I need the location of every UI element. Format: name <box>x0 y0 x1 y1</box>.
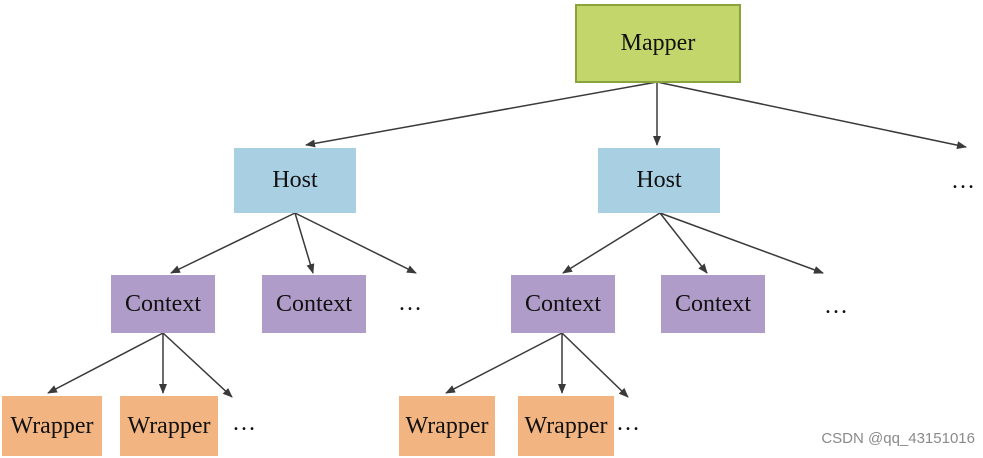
more-wrappers-ellipsis: … <box>616 410 640 436</box>
wrapper-node: Wrapper <box>2 396 102 456</box>
arrow-mapper-to-more-hosts <box>656 81 967 150</box>
arrow-host-1-to-context-1 <box>170 212 296 274</box>
wrapper-label: Wrapper <box>405 412 489 439</box>
context-label: Context <box>276 290 352 317</box>
more-contexts-ellipsis: … <box>824 293 848 319</box>
host-node: Host <box>234 148 356 213</box>
wrapper-label: Wrapper <box>10 412 94 439</box>
source-watermark: CSDN @qq_43151016 <box>821 430 975 447</box>
context-label: Context <box>125 290 201 317</box>
context-node: Context <box>511 275 615 333</box>
wrapper-label: Wrapper <box>524 412 608 439</box>
wrapper-node: Wrapper <box>518 396 614 456</box>
arrow-context-3-to-wrapper-3 <box>445 332 563 394</box>
context-node: Context <box>111 275 215 333</box>
arrow-host-2-to-more-contexts <box>659 212 824 274</box>
arrow-context-1-to-more-wrappers <box>162 332 233 398</box>
context-node: Context <box>661 275 765 333</box>
arrow-host-2-to-context-4 <box>659 212 708 274</box>
more-contexts-ellipsis: … <box>398 290 422 316</box>
arrow-context-3-to-more-wrappers <box>561 332 629 398</box>
arrow-host-1-to-context-2 <box>294 212 315 274</box>
wrapper-node: Wrapper <box>120 396 218 456</box>
mapper-node: Mapper <box>575 4 741 83</box>
host-label: Host <box>636 167 682 193</box>
wrapper-label: Wrapper <box>127 412 211 439</box>
context-label: Context <box>675 290 751 317</box>
arrow-mapper-to-host-1 <box>305 81 658 148</box>
context-label: Context <box>525 290 601 317</box>
host-label: Host <box>272 167 318 193</box>
wrapper-node: Wrapper <box>399 396 495 456</box>
arrow-host-1-to-more-contexts <box>294 212 417 274</box>
context-node: Context <box>262 275 366 333</box>
more-hosts-ellipsis: … <box>951 168 975 194</box>
mapper-label: Mapper <box>620 30 696 56</box>
more-wrappers-ellipsis: … <box>232 410 256 436</box>
host-node: Host <box>598 148 720 213</box>
arrow-context-1-to-wrapper-1 <box>47 332 164 394</box>
arrow-host-2-to-context-3 <box>562 212 661 274</box>
